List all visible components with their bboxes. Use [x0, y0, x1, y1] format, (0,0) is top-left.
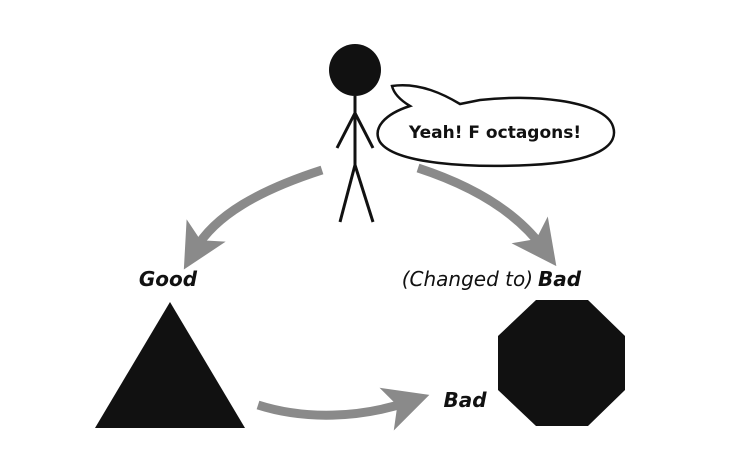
changed-to-label: (Changed to): [402, 267, 533, 291]
changed-to-bad-label: Bad: [538, 267, 582, 291]
left-leg: [338, 164, 357, 223]
stick-figure-icon: [329, 44, 381, 223]
arrow-triangle-to-bad: [256, 387, 430, 431]
right-leg: [353, 164, 375, 223]
head: [329, 44, 381, 96]
arrow-to-good: [183, 165, 324, 270]
speech-bubble: Yeah! F octagons!: [376, 84, 616, 168]
octagon-icon: [498, 300, 625, 426]
right-arm: [353, 112, 375, 149]
left-arm: [335, 112, 357, 149]
speech-bubble-text: Yeah! F octagons!: [408, 123, 581, 143]
bad-label: Bad: [443, 388, 487, 412]
triangle-icon: [95, 302, 245, 428]
arrow-to-changed-bad: [416, 163, 557, 267]
changed-to-prefix: (Changed to): [402, 267, 533, 291]
good-label: Good: [139, 267, 198, 291]
speech-bubble-shape: [376, 84, 616, 168]
